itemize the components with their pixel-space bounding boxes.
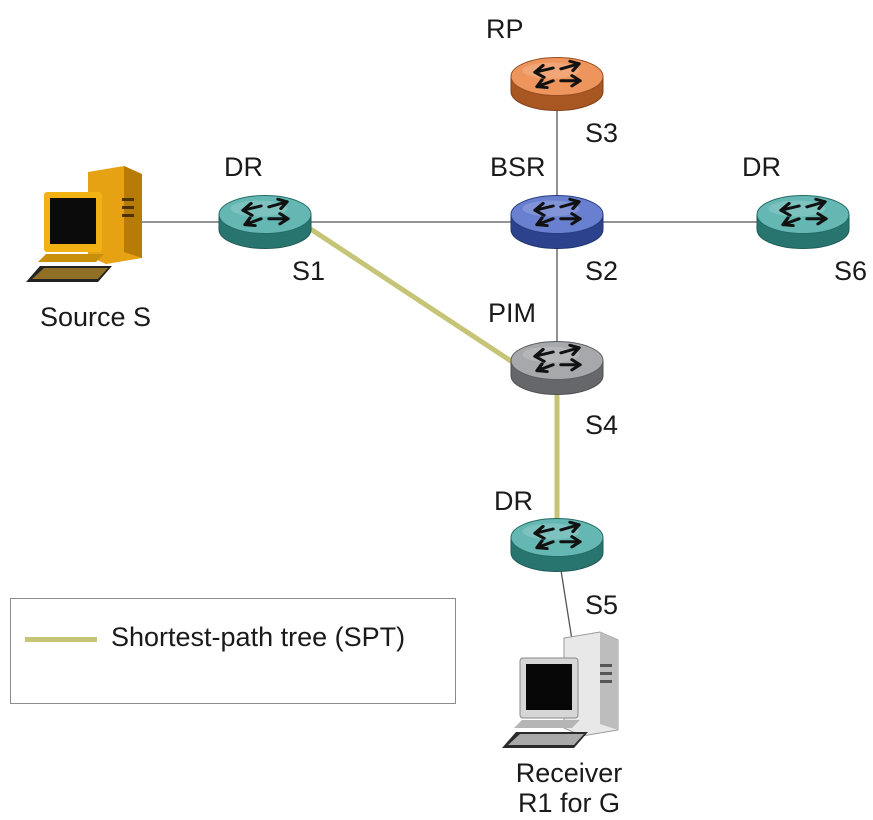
spt-link-s1-s4 [304,223,519,368]
source-label: Source S [40,302,152,332]
s6-role-label: DR [742,152,781,182]
legend-spt-label: Shortest-path tree (SPT) [111,622,406,652]
legend-box: Shortest-path tree (SPT) [10,598,456,704]
s4-role-label: PIM [488,298,537,328]
s1-id-label: S1 [292,256,326,286]
s2-id-label: S2 [585,256,619,286]
s5-id-label: S5 [585,590,619,620]
receiver-label-line1: Receiver [515,758,623,788]
router-s6-icon [756,195,850,249]
router-s2-icon [510,195,604,249]
receiver-label-line2: R1 for G [517,788,621,818]
router-s3-icon [510,57,604,111]
router-s1-icon [218,195,312,249]
s1-role-label: DR [224,152,263,182]
legend-spt-swatch [25,637,97,642]
router-s4-icon [510,341,604,395]
receiver-computer-icon [502,631,619,748]
s4-id-label: S4 [585,410,619,440]
source-computer-icon [26,166,142,282]
s6-id-label: S6 [834,256,868,286]
s2-role-label: BSR [490,152,546,182]
s3-role-label: RP [486,14,524,44]
s5-role-label: DR [494,486,533,516]
router-s5-icon [510,518,604,572]
s3-id-label: S3 [585,118,619,148]
